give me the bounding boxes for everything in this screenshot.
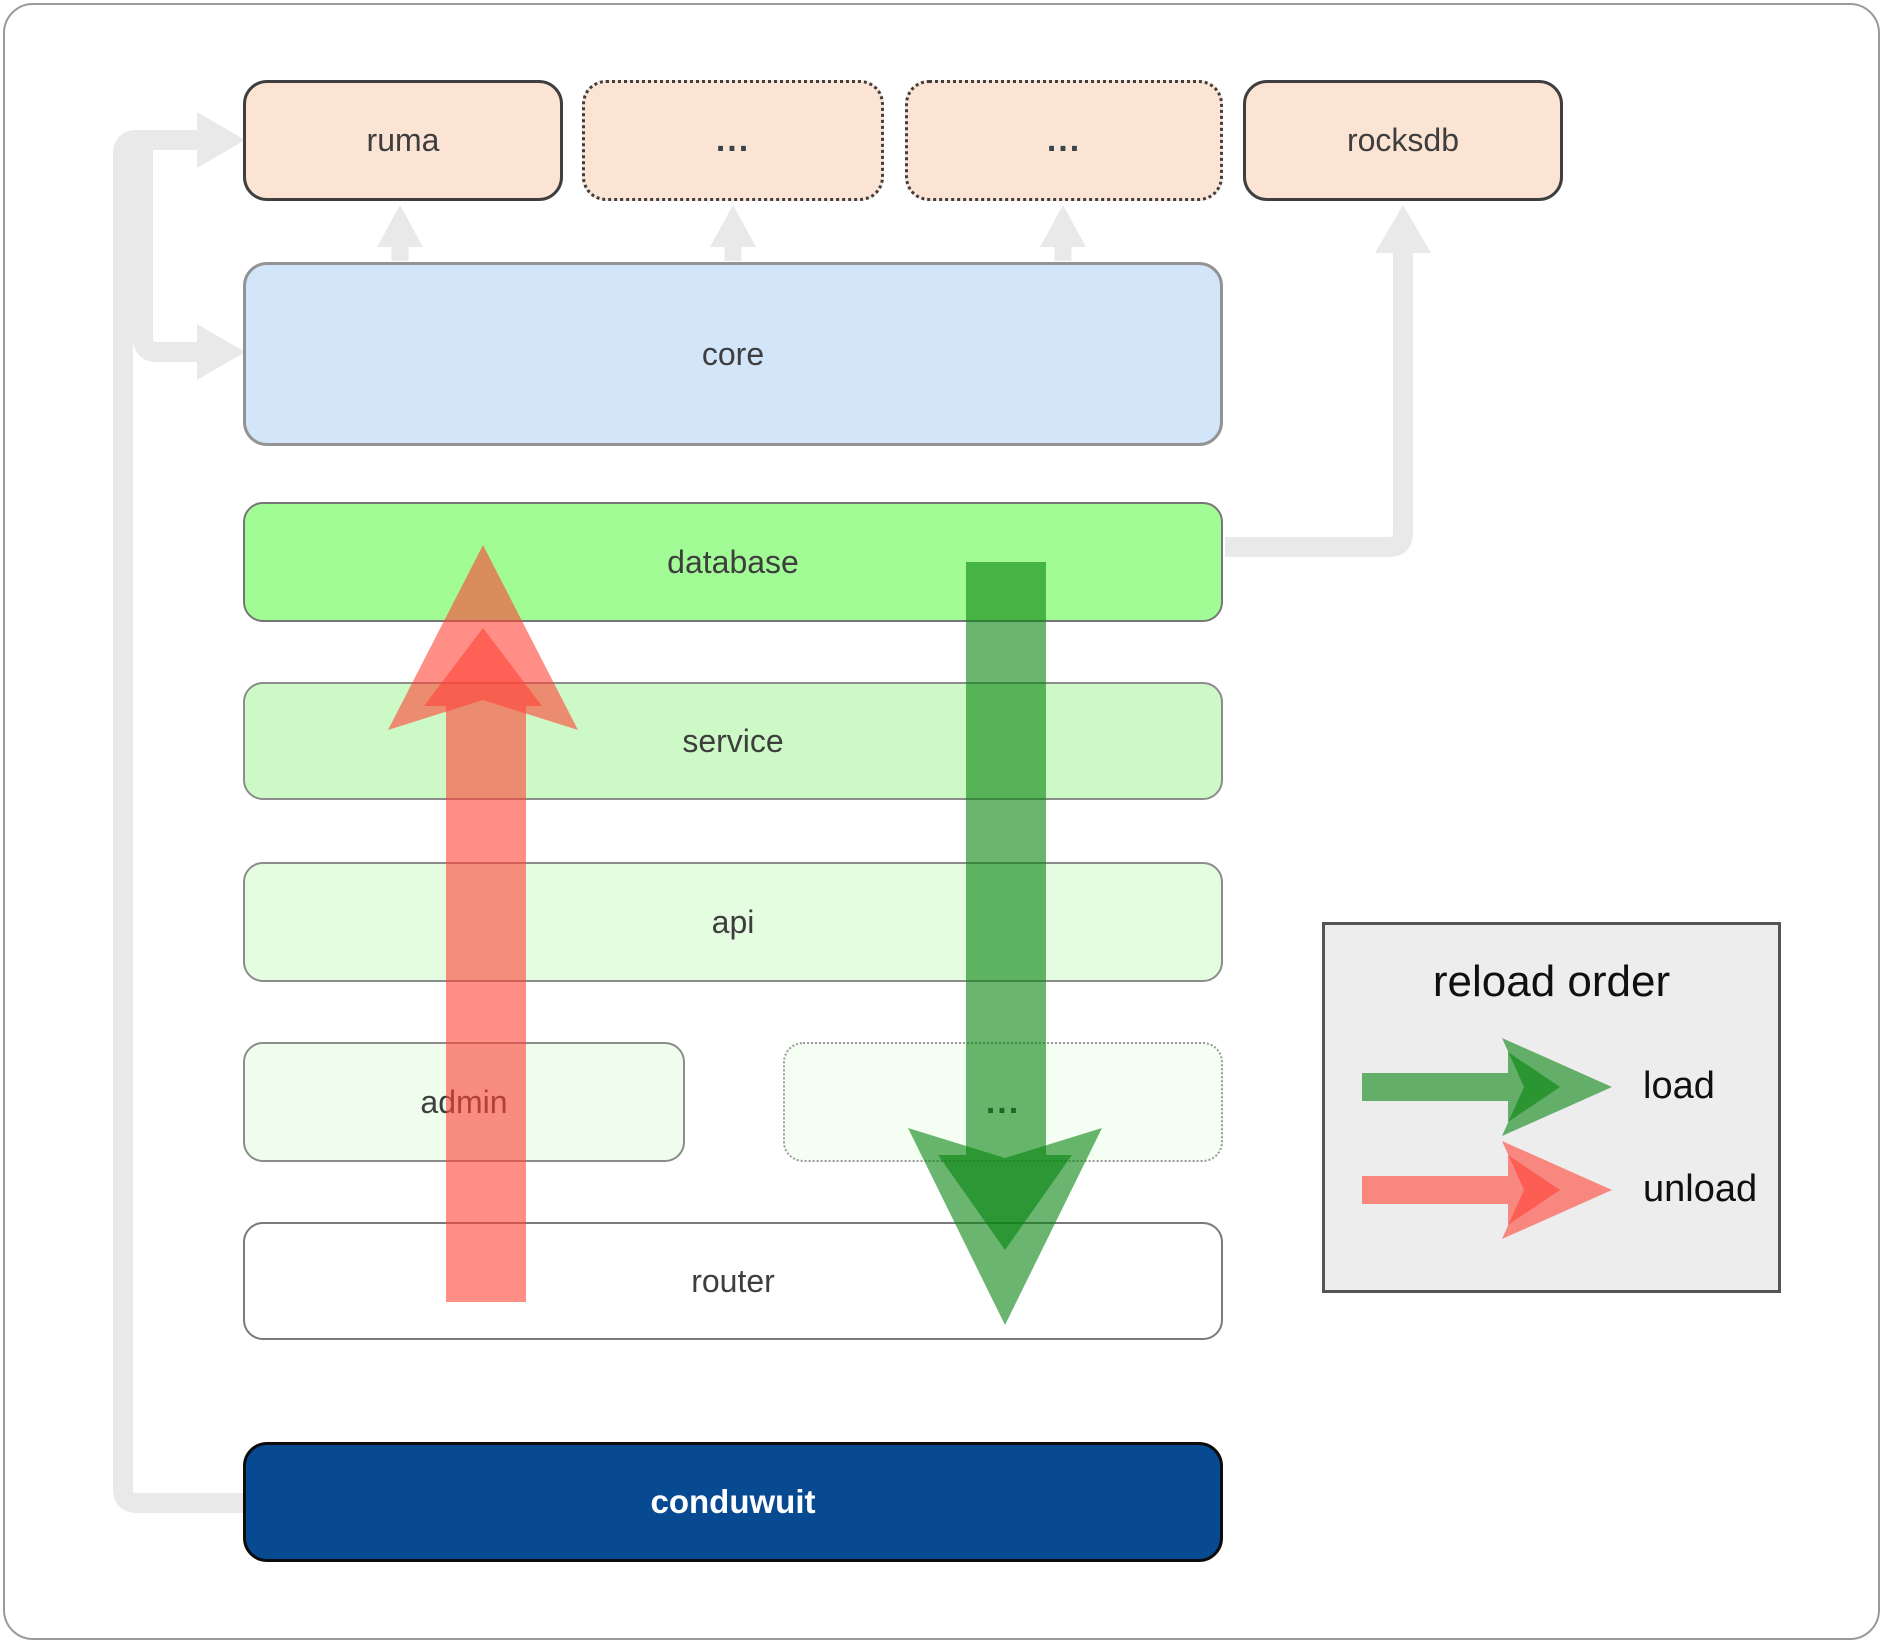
node-router: router	[243, 1222, 1223, 1340]
node-services-ellipsis-label: ...	[985, 1082, 1021, 1121]
node-ruma-label: ruma	[366, 122, 440, 158]
node-database: database	[243, 502, 1223, 622]
legend-title: reload order	[1432, 957, 1671, 1006]
arrowhead-into-core-icon	[197, 324, 245, 380]
edge-conduwuit-to-ruma	[113, 130, 245, 1513]
arrowhead-core-to-dep-b-icon	[1040, 205, 1086, 247]
node-service-label: service	[682, 722, 784, 759]
node-conduwuit: conduwuit	[243, 1442, 1223, 1562]
node-api-label: api	[711, 903, 755, 940]
edge-database-to-rocksdb	[1225, 250, 1413, 557]
legend-reload-order: reload order load unload	[1322, 922, 1781, 1293]
node-ruma: ruma	[243, 80, 563, 201]
arrowhead-into-rocksdb-icon	[1375, 205, 1431, 253]
node-services-ellipsis: ...	[783, 1042, 1223, 1162]
arrowhead-core-to-dep-a-icon	[710, 205, 756, 247]
node-database-label: database	[667, 543, 799, 580]
node-service: service	[243, 682, 1223, 800]
node-rocksdb-label: rocksdb	[1346, 122, 1460, 158]
node-router-label: router	[691, 1262, 775, 1299]
diagram-outer-border	[3, 3, 1880, 1640]
edge-conduwuit-to-core	[133, 148, 198, 362]
node-core: core	[243, 262, 1223, 446]
node-core-label: core	[701, 335, 765, 372]
arrowhead-into-ruma-icon	[197, 112, 245, 168]
node-rocksdb: rocksdb	[1243, 80, 1563, 201]
arrowhead-core-to-ruma-icon	[377, 205, 423, 247]
node-admin-label: admin	[420, 1083, 508, 1120]
node-dependency-ellipsis-2: ...	[905, 80, 1223, 201]
legend-unload-label: unload	[1643, 1168, 1758, 1210]
node-dependency-ellipsis-1: ...	[582, 80, 884, 201]
node-dependency-ellipsis-2-label: ...	[1046, 121, 1082, 159]
node-conduwuit-label: conduwuit	[650, 1483, 816, 1520]
legend-load-label: load	[1643, 1065, 1715, 1107]
node-dependency-ellipsis-1-label: ...	[715, 121, 751, 159]
node-api: api	[243, 862, 1223, 982]
node-admin: admin	[243, 1042, 685, 1162]
